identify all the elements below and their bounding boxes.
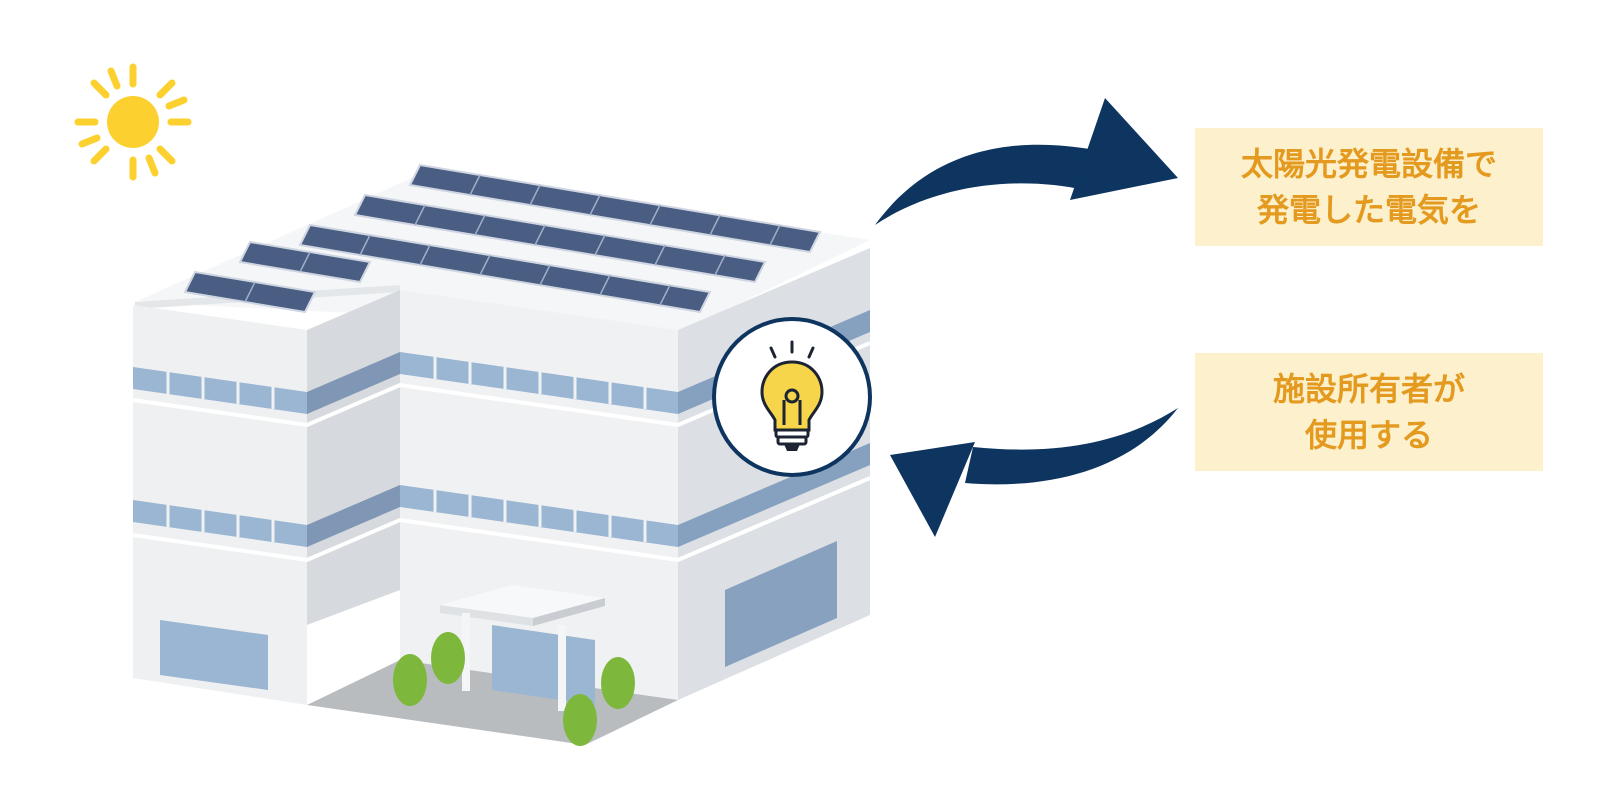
generation-label-line2: 発電した電気を — [1256, 191, 1481, 229]
left-garage-door — [160, 620, 268, 690]
arrow-from-label — [890, 408, 1178, 537]
lightbulb-icon — [712, 317, 872, 477]
window-band-lower-side — [307, 485, 400, 547]
trees — [393, 632, 635, 746]
generation-label: 太陽光発電設備で 発電した電気を — [1195, 128, 1543, 246]
left-wing-side-wall — [307, 290, 400, 625]
sun-icon — [74, 63, 192, 181]
right-garage-door — [725, 541, 837, 667]
usage-label: 施設所有者が 使用する — [1195, 353, 1543, 471]
entrance-door — [492, 625, 595, 705]
solar-panels — [183, 163, 822, 314]
window-band-lower-left — [133, 500, 307, 547]
generation-label-line1: 太陽光発電設備で — [1240, 145, 1497, 183]
usage-label-line1: 施設所有者が — [1272, 370, 1465, 408]
usage-label-line2: 使用する — [1304, 416, 1433, 454]
arrow-to-label — [875, 98, 1178, 225]
window-band-upper-left — [133, 367, 307, 414]
entrance-canopy — [440, 585, 605, 618]
window-band-upper-side — [307, 352, 400, 414]
